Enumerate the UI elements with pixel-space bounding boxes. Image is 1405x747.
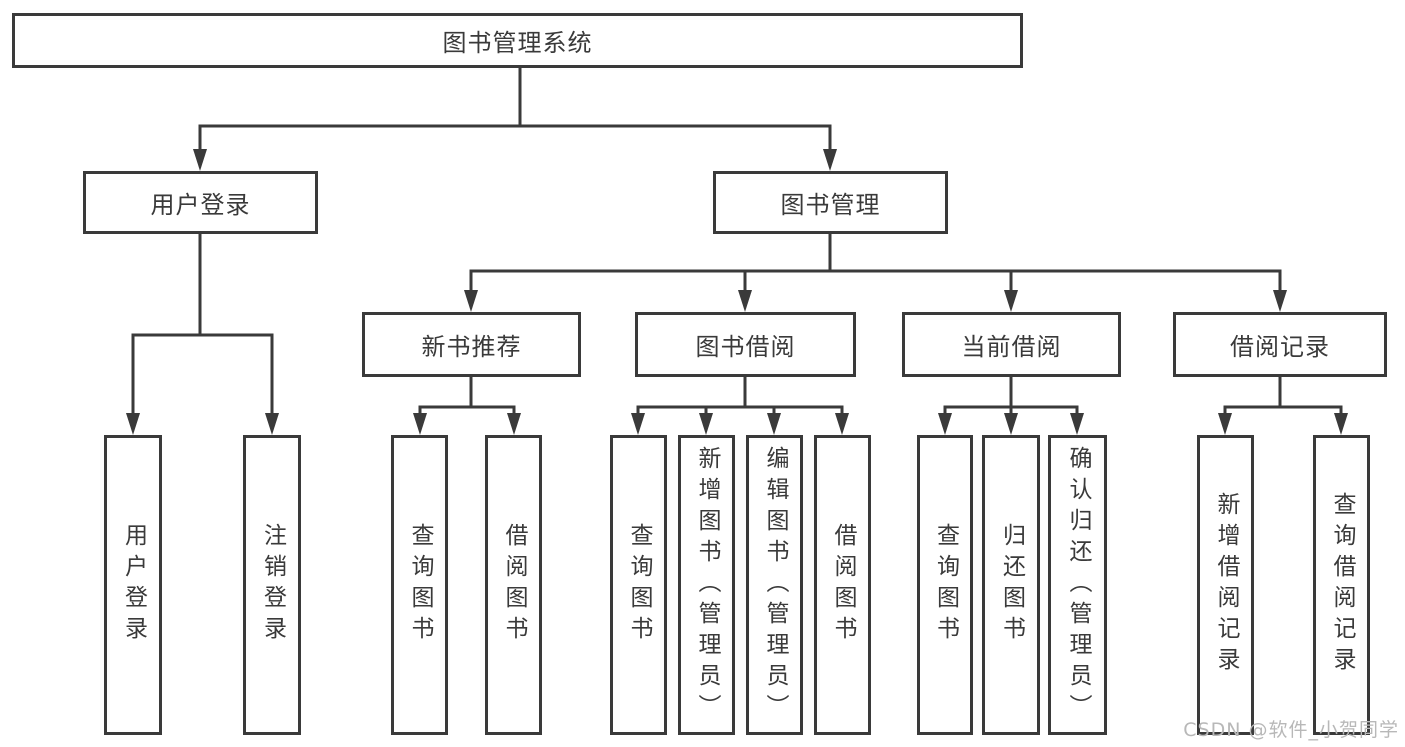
node-new-book-recommend: 新书推荐 <box>362 312 581 377</box>
leaf-records-add-record: 新增借阅记录 <box>1197 435 1254 735</box>
csdn-watermark: CSDN @软件_小贺同学 <box>1183 719 1399 741</box>
leaf-borrow-add-books: 新增图书（管理员） <box>678 435 735 735</box>
node-book-borrow-label: 图书借阅 <box>695 333 796 361</box>
leaf-borrow-edit-books: 编辑图书（管理员） <box>746 435 803 735</box>
leaf-borrow-borrow-books: 借阅图书 <box>814 435 871 735</box>
leaf-current-return-books-label: 归还图书 <box>998 523 1025 647</box>
leaf-current-query-books: 查询图书 <box>917 435 973 735</box>
leaf-login-label: 用户登录 <box>120 523 147 647</box>
node-borrow-records: 借阅记录 <box>1173 312 1387 377</box>
leaf-recommend-borrow-books: 借阅图书 <box>485 435 542 735</box>
leaf-recommend-query-books: 查询图书 <box>391 435 448 735</box>
node-user-login-label: 用户登录 <box>150 191 251 219</box>
connector-records-to-leaves <box>1218 375 1348 435</box>
node-book-borrow: 图书借阅 <box>635 312 856 377</box>
leaf-records-add-record-label: 新增借阅记录 <box>1213 492 1239 678</box>
connector-current-to-leaves <box>938 375 1084 435</box>
connector-borrow-to-leaves <box>631 375 849 435</box>
connector-root-to-level2 <box>193 66 837 171</box>
leaf-borrow-borrow-books-label: 借阅图书 <box>830 523 856 647</box>
connector-bookmgmt-to-level3 <box>464 232 1287 312</box>
node-root-system-label: 图书管理系统 <box>442 29 593 57</box>
leaf-records-query-record: 查询借阅记录 <box>1313 435 1370 735</box>
node-borrow-records-label: 借阅记录 <box>1230 333 1330 361</box>
leaf-current-query-books-label: 查询图书 <box>932 523 959 647</box>
node-book-management: 图书管理 <box>713 171 948 234</box>
leaf-recommend-borrow-books-label: 借阅图书 <box>501 523 527 647</box>
node-root-system: 图书管理系统 <box>12 13 1023 68</box>
leaf-borrow-query-books: 查询图书 <box>610 435 667 735</box>
leaf-current-confirm-return: 确认归还（管理员） <box>1048 435 1107 735</box>
connector-recommend-to-leaves <box>413 375 521 435</box>
leaf-borrow-edit-books-label: 编辑图书（管理员） <box>762 445 788 725</box>
node-user-login: 用户登录 <box>83 171 318 234</box>
leaf-recommend-query-books-label: 查询图书 <box>407 523 433 647</box>
node-current-borrow-label: 当前借阅 <box>961 333 1062 361</box>
leaf-logout-label: 注销登录 <box>259 523 286 647</box>
node-book-management-label: 图书管理 <box>780 191 881 219</box>
node-new-book-recommend-label: 新书推荐 <box>421 333 522 361</box>
leaf-borrow-add-books-label: 新增图书（管理员） <box>694 445 720 725</box>
leaf-records-query-record-label: 查询借阅记录 <box>1329 492 1355 678</box>
leaf-logout: 注销登录 <box>243 435 301 735</box>
connector-userlogin-to-leaves <box>126 232 279 435</box>
leaf-borrow-query-books-label: 查询图书 <box>626 523 652 647</box>
leaf-login: 用户登录 <box>104 435 162 735</box>
node-current-borrow: 当前借阅 <box>902 312 1121 377</box>
leaf-current-confirm-return-label: 确认归还（管理员） <box>1065 445 1091 725</box>
leaf-current-return-books: 归还图书 <box>982 435 1040 735</box>
